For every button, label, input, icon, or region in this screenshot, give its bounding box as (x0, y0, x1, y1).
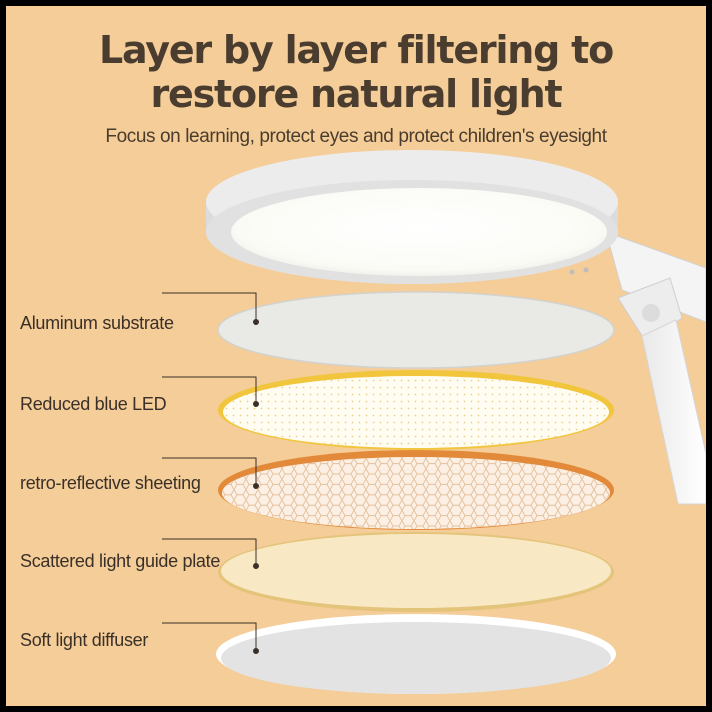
layer-label-retro-reflective-sheeting: retro-reflective sheeting (20, 473, 201, 493)
layer-label-aluminum-substrate: Aluminum substrate (20, 313, 174, 333)
lamp-arm (605, 231, 706, 505)
reduced-blue-led-disc (162, 370, 614, 450)
layer-label-soft-light-diffuser: Soft light diffuser (20, 630, 149, 650)
subheadline: Focus on learning, protect eyes and prot… (105, 126, 607, 147)
layer-label-light-guide-plate: Scattered light guide plate (20, 551, 221, 571)
light-guide-plate-disc (162, 532, 614, 612)
headline: Layer by layer filtering to restore natu… (6, 28, 706, 116)
layer-label-reduced-blue-led: Reduced blue LED (20, 394, 167, 414)
aluminum-substrate-disc (162, 291, 615, 369)
headline-line-2: restore natural light (150, 72, 563, 116)
headline-line-1: Layer by layer filtering to (98, 28, 614, 72)
lamp-head (206, 150, 618, 284)
retro-reflective-sheeting-disc (162, 450, 614, 530)
product-infographic: Layer by layer filtering to restore natu… (6, 6, 706, 706)
soft-light-diffuser-disc (162, 614, 616, 694)
layer-illustration (162, 150, 706, 694)
